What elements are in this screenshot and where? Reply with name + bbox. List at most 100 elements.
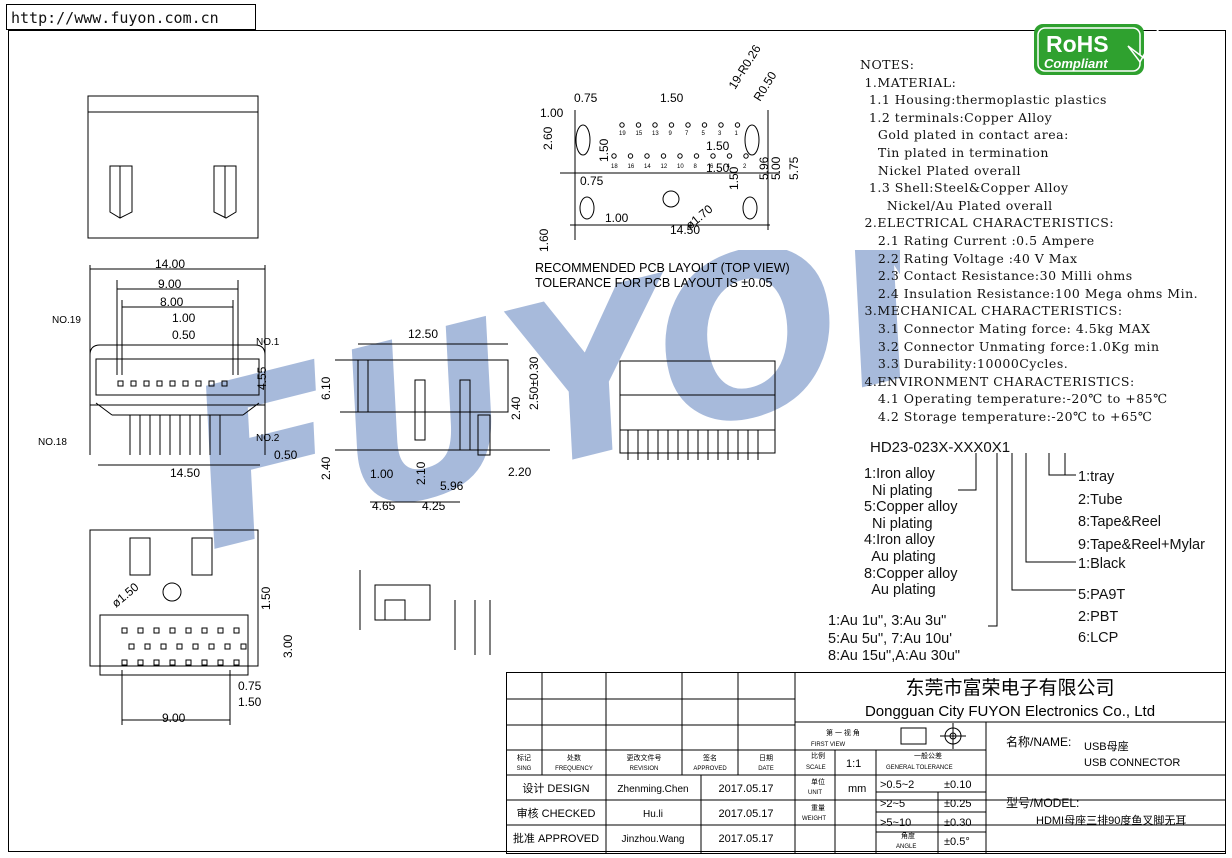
- shell-option: 4:Iron alloy: [864, 532, 935, 549]
- tolerance-en: GENERAL TOLERANCE: [886, 765, 953, 771]
- note-line: 4.ENVIRONMENT CHARACTERISTICS:: [860, 373, 1135, 389]
- pcb-tolerance: TOLERANCE FOR PCB LAYOUT IS ±0.05: [535, 276, 773, 290]
- front-contact: [195, 380, 202, 387]
- front-pin-label: NO.19: [52, 315, 81, 326]
- pcb-pin-number: 6: [710, 164, 714, 170]
- bottom-dimension: 1.50: [238, 695, 262, 709]
- shell-option: 5:Copper alloy: [864, 499, 958, 516]
- shell-option: 8:Copper alloy: [864, 565, 958, 582]
- side-dimension: 1.00: [370, 467, 394, 481]
- pcb-caption: RECOMMENDED PCB LAYOUT (TOP VIEW): [535, 261, 790, 275]
- angle-en: ANGLE: [896, 844, 916, 850]
- pcb-pin-number: 13: [652, 131, 659, 137]
- pcb-dimension: 2.60: [541, 126, 555, 150]
- pcb-pin-number: 16: [628, 164, 635, 170]
- bottom-pad: [240, 643, 247, 650]
- tolerance-value: ±0.25: [944, 798, 971, 810]
- pcb-pad: [652, 122, 658, 128]
- signoff-role: 审核 CHECKED: [517, 806, 596, 820]
- shell-option: Ni plating: [864, 482, 933, 499]
- pcb-pin-number: 3: [718, 131, 722, 137]
- pcb-dimension: 0.75: [574, 91, 598, 105]
- pcb-pad: [718, 122, 724, 128]
- front-dimension: 4.55: [255, 366, 269, 390]
- weight-en: WEIGHT: [802, 816, 826, 822]
- pcb-dimension: 5.96: [757, 156, 771, 180]
- bottom-pad: [144, 643, 151, 650]
- bottom-dimension: 0.75: [238, 679, 262, 693]
- material-option: 5:PA9T: [1078, 587, 1126, 603]
- scale-cn: 比例: [811, 751, 825, 760]
- bottom-pad: [201, 627, 208, 634]
- bottom-pad: [121, 627, 128, 634]
- signoff-date: 2017.05.17: [718, 783, 773, 795]
- product-name-en: USB CONNECTOR: [1084, 757, 1180, 769]
- pcb-pad: [685, 122, 691, 128]
- note-line: NOTES:: [860, 57, 915, 72]
- pcb-pin-number: 18: [611, 164, 618, 170]
- note-line: Nickel Plated overall: [860, 162, 1021, 178]
- note-line: 2.3 Contact Resistance:30 Milli ohms: [860, 268, 1133, 284]
- pcb-dimension: 1.50: [727, 166, 741, 190]
- signoff-role: 批准 APPROVED: [513, 831, 599, 845]
- front-contact: [143, 380, 150, 387]
- material-option: 6:LCP: [1078, 630, 1119, 646]
- revision-header-en: SING: [517, 766, 532, 772]
- tolerance-value: ±0.10: [944, 779, 971, 791]
- side-dimension: 2.40: [509, 396, 523, 420]
- bottom-pad: [169, 659, 176, 666]
- shell-option: 1:Iron alloy: [864, 466, 935, 482]
- pcb-dimension: 1.60: [537, 228, 551, 252]
- fuyon-watermark: FUYON富荣: [200, 250, 900, 570]
- front-contact: [156, 380, 163, 387]
- shell-option: Au plating: [864, 582, 936, 599]
- pcb-pin-number: 19: [619, 131, 626, 137]
- bottom-dimension: 9.00: [162, 711, 186, 725]
- pcb-pin-number: 8: [694, 164, 698, 170]
- signoff-name: Jinzhou.Wang: [622, 834, 685, 845]
- bottom-pad: [153, 627, 160, 634]
- shell-option: Ni plating: [864, 515, 933, 532]
- pcb-pad: [743, 153, 749, 159]
- side-dimension: 6.10: [319, 376, 333, 400]
- pcb-pad: [734, 122, 741, 128]
- bottom-pad: [121, 659, 128, 666]
- shell-option: Au plating: [864, 548, 936, 565]
- pcb-pin-number: 4: [727, 164, 731, 170]
- bottom-pad: [233, 627, 240, 634]
- part-number-code: HD23-023X-XXX0X1: [870, 439, 1011, 456]
- pcb-pad: [644, 153, 650, 159]
- tolerance-cn: 一般公差: [914, 751, 942, 760]
- pcb-pad: [660, 153, 667, 159]
- bottom-pad: [185, 627, 192, 634]
- revision-header-cn: 处数: [567, 753, 581, 762]
- pcb-dimension: R0.50: [751, 69, 780, 104]
- rohs-label: RoHS: [1046, 31, 1109, 57]
- notes-list: NOTES: 1.MATERIAL: 1.1 Housing:thermopla…: [860, 56, 1198, 425]
- plating-option: 5:Au 5u", 7:Au 10u': [828, 630, 953, 647]
- front-view-drawing: 14.009.008.001.000.504.550.5014.50NO.19N…: [38, 257, 298, 480]
- plating-option: 8:Au 15u",A:Au 30u": [828, 648, 961, 664]
- front-dimension: 1.00: [172, 311, 196, 325]
- bottom-pad: [128, 643, 135, 650]
- note-line: 3.MECHANICAL CHARACTERISTICS:: [860, 303, 1123, 319]
- revision-header-cn: 标记: [517, 753, 531, 762]
- tolerance-range: >0.5~2: [880, 779, 914, 791]
- pcb-dimension: 5.75: [787, 156, 801, 180]
- note-line: Nickel/Au Plated overall: [860, 197, 1053, 213]
- pcb-dimension: 1.50: [597, 138, 611, 162]
- plating-option: 1:Au 1u", 3:Au 3u": [828, 613, 947, 629]
- first-view-cn: 第 一 视 角: [826, 728, 860, 737]
- tolerance-range: >2~5: [880, 798, 905, 810]
- side-dimension: 2.10: [414, 461, 428, 485]
- bottom-pad: [208, 643, 215, 650]
- side-dimension: 2.40: [319, 456, 333, 480]
- note-line: Tin plated in termination: [860, 144, 1049, 160]
- color-options: 1:Black: [1078, 556, 1126, 573]
- front-dimension: 0.50: [172, 328, 196, 342]
- note-line: 1.1 Housing:thermoplastic plastics: [860, 92, 1107, 108]
